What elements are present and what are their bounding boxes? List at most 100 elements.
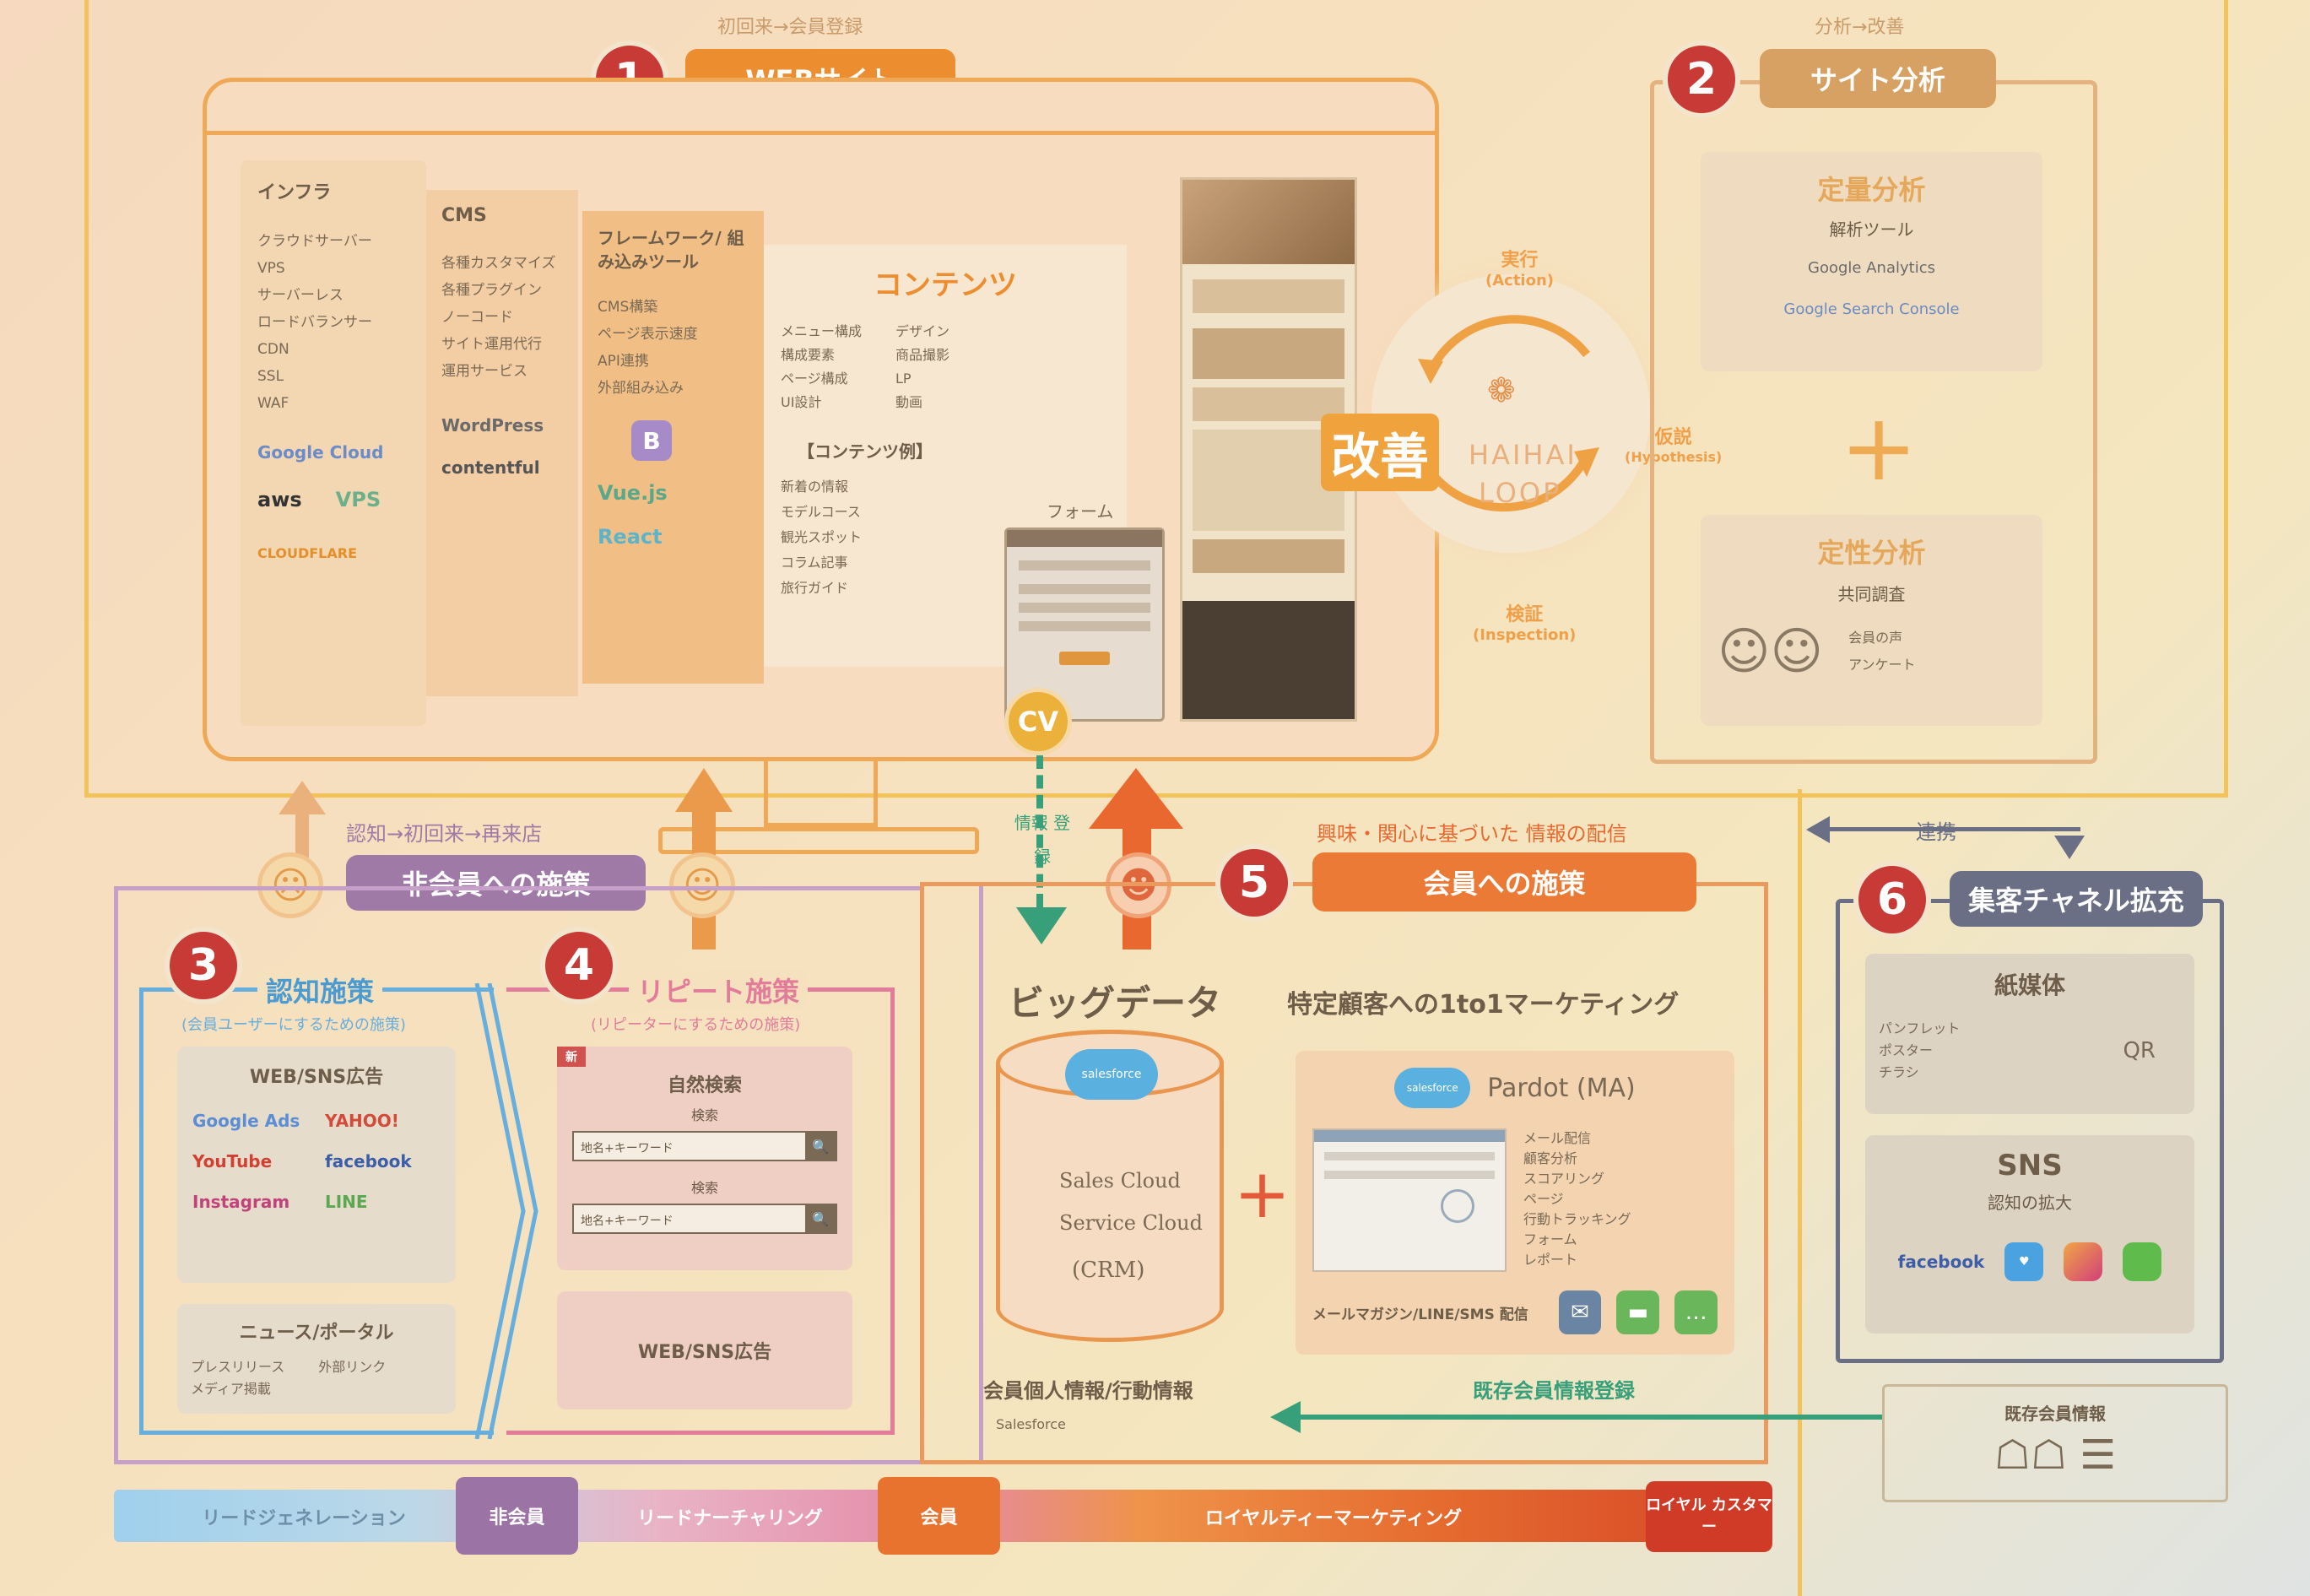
haihai-logo-icon: ❁ [1487,371,1516,410]
contents-item: ページ構成 [781,371,848,387]
search-icon[interactable]: 🔍 [805,1133,836,1160]
mail-icon: ✉ [1558,1290,1602,1334]
infra-item: クラウドサーバー [257,233,372,250]
monitor-topbar [207,131,1435,135]
sms-icon: … [1674,1290,1718,1334]
section2-title: サイト分析 [1760,49,1996,108]
section3-sub: (会員ユーザーにするための施策) [181,1016,406,1034]
chevron-divider-icon [899,886,983,1464]
instagram-logo: Instagram [192,1192,290,1212]
contents-example: 旅行ガイド [781,580,849,596]
section4-number-badge: 4 [540,927,618,1004]
paper-item: パンフレット [1879,1020,1961,1036]
quant-title: 定量分析 [1817,174,1926,206]
cms-header: CMS [441,205,487,226]
loop-action-label: 実行 (Action) [1485,245,1554,289]
sns-panel: SNS 認知の拡大 facebook ♥ [1865,1135,2194,1334]
channel-frame [1798,789,2237,1596]
pardot-item: メール配信 [1523,1130,1592,1146]
website-screenshot [1180,177,1357,722]
portal-item: プレスリリース [191,1359,285,1375]
framework-item: 外部組み込み [598,380,684,397]
nonmember-caption: 認知→初回来→再来店 [346,822,543,846]
framework-column: フレームワーク/ 組み込みツール CMS構築 ページ表示速度 API連携 外部組… [582,211,764,684]
vue-logo: Vue.js [598,481,668,505]
arrow-up-left [279,781,326,814]
bottom-seg-lead-gen: リードジェネレーション [202,1508,406,1529]
people-and-document-icon: ☖☖ ☰ [1994,1431,2117,1479]
section5-number-badge: 5 [1215,844,1293,922]
register-arrow-shaft [1036,755,1045,907]
smiley-neutral-icon: ☹ [257,852,323,918]
pardot-item: フォーム [1523,1231,1577,1247]
pardot-item: 顧客分析 [1523,1150,1578,1166]
infra-item: CDN [257,341,289,358]
pardot-item: 行動トラッキング [1523,1211,1631,1227]
wordpress-logo: WordPress [441,415,544,436]
section3-ads-panel: WEB/SNS広告 Google Ads YAHOO! YouTube face… [177,1047,456,1283]
link-line [1823,827,2080,831]
pardot-title: Pardot (MA) [1487,1073,1636,1103]
section4-ads-title: WEB/SNS広告 [637,1342,772,1363]
section5-title: 会員への施策 [1312,852,1696,912]
pardot-salesforce-icon: salesforce [1394,1068,1471,1108]
loop-action-jp: 実行 [1501,250,1539,271]
bottom-seg-nurturing: リードナーチャリング [637,1508,823,1529]
sns-title: SNS [1997,1149,2063,1182]
yahoo-logo: YAHOO! [325,1111,399,1131]
line-icon: ▬ [1616,1290,1660,1334]
google-cloud-logo: Google Cloud [257,442,384,463]
crm-label-3: (CRM) [1072,1258,1145,1283]
search-icon[interactable]: 🔍 [805,1205,836,1232]
react-logo: React [598,525,663,549]
section3-ads-title: WEB/SNS広告 [249,1067,384,1088]
register-arrow-left-head [1270,1401,1301,1433]
loop-arrows [1418,315,1599,512]
infra-item: SSL [257,368,284,385]
infra-item: サーバーレス [257,287,344,304]
section3-title: 認知施策 [257,971,383,1009]
contents-header: コンテンツ [874,268,1017,302]
contents-item: デザイン [895,323,950,339]
paper-title: 紙媒体 [1994,971,2065,999]
contents-item: メニュー構成 [781,323,863,339]
nonmember-title: 非会員への施策 [346,855,646,911]
cv-badge: CV [1004,688,1072,755]
sns-sub: 認知の拡大 [1988,1193,2072,1213]
section4-title: リピート施策 [629,971,809,1009]
search-console-logo: Google Search Console [1783,300,1960,318]
qual-sub: 共同調査 [1837,584,1906,604]
bottom-seg-nonmember: 非会員 [456,1477,578,1555]
infra-item: WAF [257,395,289,412]
cms-item: サイト運用代行 [441,336,542,353]
aws-logo: aws [257,488,302,511]
section1-caption: 初回来→会員登録 [717,17,863,38]
new-badge: 新 [557,1047,586,1067]
cms-item: 各種プラグイン [441,282,542,299]
loop-hypothesis-jp: 仮説 [1654,427,1692,448]
bigdata-title: ビッグデータ [1009,982,1222,1024]
loop-hypothesis-en: (Hypothesis) [1625,449,1723,465]
crm-label-1: Sales Cloud [1059,1169,1181,1193]
nonmember-frame [114,886,924,1464]
contents-item: 構成要素 [781,347,836,363]
qual-panel: 定性分析 共同調査 ☺☺ 会員の声 アンケート [1701,515,2042,726]
existing-title: 既存会員情報 [2004,1404,2106,1424]
monitor-base [658,827,979,854]
qual-title: 定性分析 [1817,537,1926,569]
bottom-seg-member: 会員 [878,1477,1000,1555]
search-input[interactable]: 地名+キーワード [581,1215,674,1228]
facebook-logo: facebook [325,1151,412,1171]
paper-panel: 紙媒体 パンフレット ポスター チラシ QR [1865,954,2194,1114]
search-input[interactable]: 地名+キーワード [581,1142,674,1155]
contents-item: 商品撮影 [895,347,950,363]
loop-inspection-label: 検証 (Inspection) [1473,599,1576,644]
infra-item: ロードバランサー [257,314,372,331]
salesforce-cloud-icon: salesforce [1065,1049,1158,1100]
loop-hypothesis-label: 仮説 (Hypothesis) [1625,422,1722,465]
smiley-happy-icon: ☺ [669,852,735,918]
quant-panel: 定量分析 解析ツール Google Analytics Google Searc… [1701,152,2042,371]
contents-example: モデルコース [781,504,861,520]
infra-header: インフラ [257,182,332,203]
paper-item: ポスター [1879,1042,1934,1058]
